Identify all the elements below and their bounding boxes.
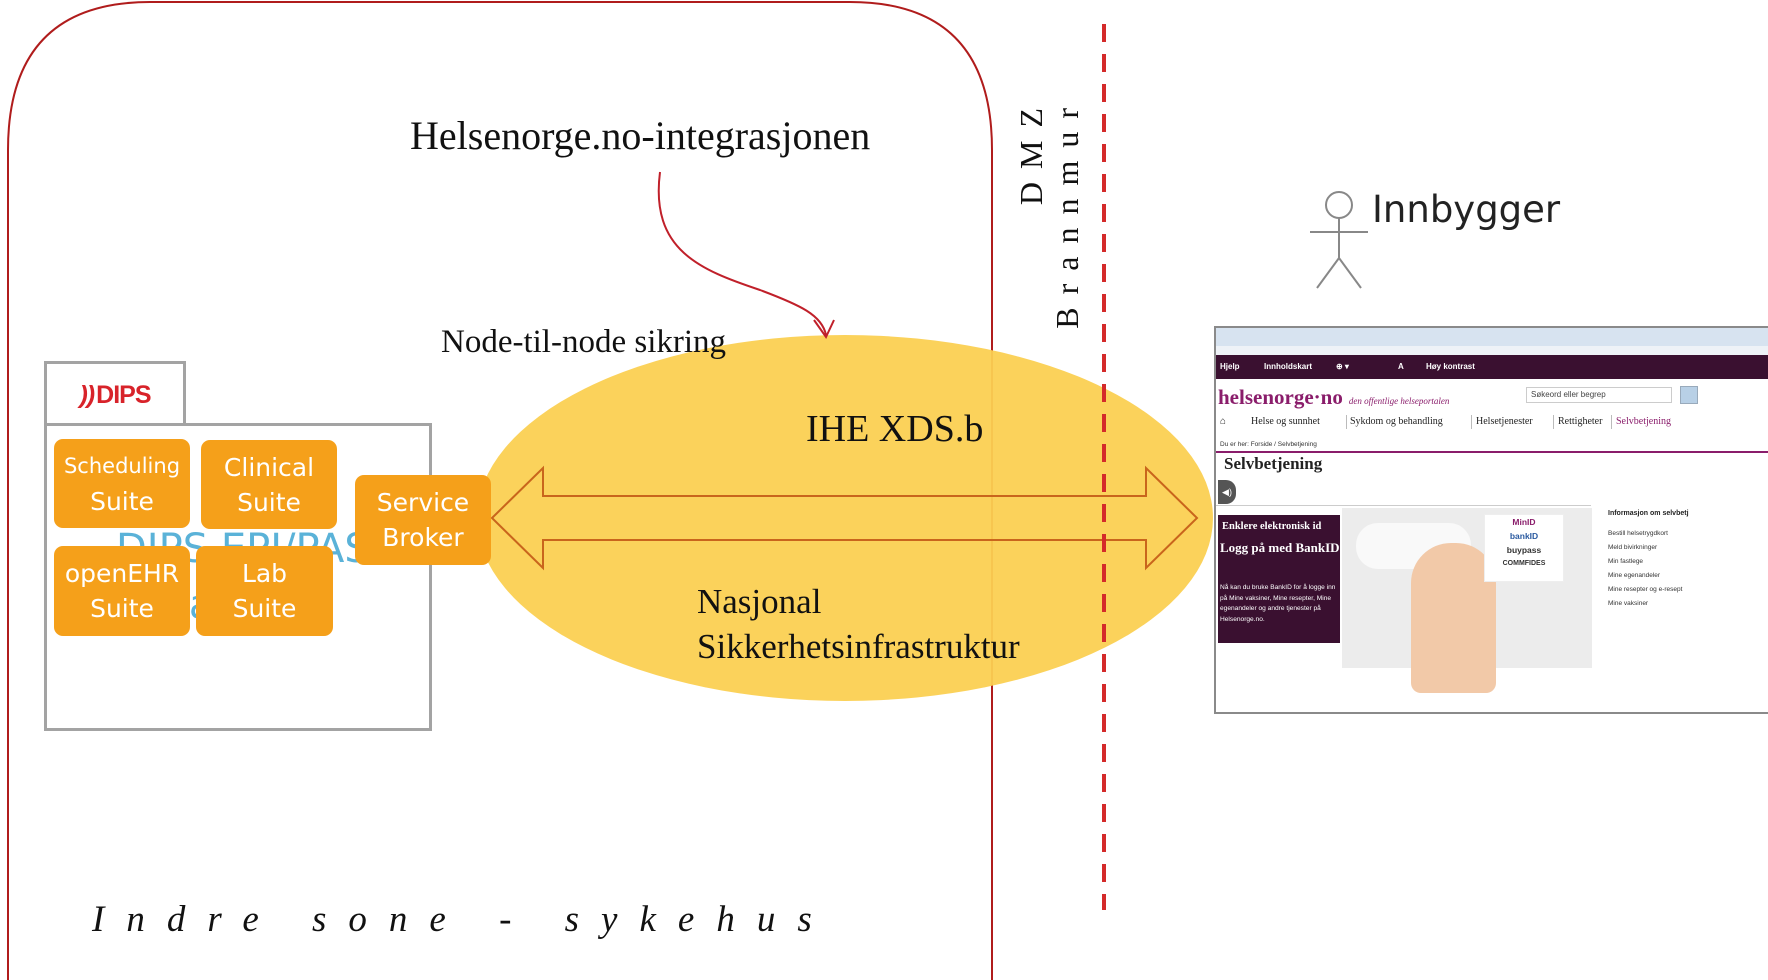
sidebar-link[interactable]: Mine vaksiner xyxy=(1608,600,1649,607)
browser-titlebar xyxy=(1216,328,1768,346)
promo-text: Nå kan du bruke BankID for å logge inn p… xyxy=(1220,584,1336,623)
firewall-label: Brannmur xyxy=(1049,95,1085,329)
bankid-promo-panel[interactable]: Enklere elektronisk id Logg på med BankI… xyxy=(1218,515,1340,643)
id-provider-logos: MinID bankID buypass COMMFIDES xyxy=(1484,514,1564,582)
title-connector-arrow xyxy=(657,171,827,336)
menu-sykdom-og-behandling[interactable]: Sykdom og behandling xyxy=(1350,416,1443,427)
menu-rettigheter[interactable]: Rettigheter xyxy=(1558,416,1603,427)
sidebar-link[interactable]: Mine egenandeler xyxy=(1608,572,1661,579)
menu-helse-og-sunnhet[interactable]: Helse og sunnhet xyxy=(1251,416,1320,427)
sidebar-link[interactable]: Meld bivirkninger xyxy=(1608,544,1658,551)
nav-sitemap-link[interactable]: Innholdskart xyxy=(1264,362,1313,371)
inner-zone-boundary xyxy=(7,1,993,980)
security-infrastructure-ellipse xyxy=(477,335,1213,701)
node-security-label: Node-til-node sikring xyxy=(441,324,727,360)
protocol-label: IHE XDS.b xyxy=(806,408,984,450)
selfservice-sidebar: Informasjon om selvbetj Bestill helsetry… xyxy=(1606,508,1716,658)
diagram-title: Helsenorge.no-integrasjonen xyxy=(410,113,871,158)
home-icon[interactable]: ⌂ xyxy=(1220,416,1227,427)
sidebar-link[interactable]: Bestill helsetrygdkort xyxy=(1608,530,1668,537)
breadcrumb: Du er her: Forside / Selvbetjening xyxy=(1220,441,1317,448)
national-infra-line1: Nasjonal xyxy=(697,582,822,621)
text-size-icon[interactable]: A xyxy=(1398,362,1404,371)
helsenorge-browser-screenshot: Hjelp Innholdskart ⊕ ▾ A Høy kontrast he… xyxy=(1214,326,1768,714)
dmz-label: DMZ xyxy=(1013,95,1049,206)
nav-high-contrast-link[interactable]: Høy kontrast xyxy=(1426,362,1475,371)
inner-zone-label: Indre sone - sykehus xyxy=(92,899,834,940)
sidebar-heading: Informasjon om selvbetj xyxy=(1608,510,1689,517)
actor-label: Innbygger xyxy=(1372,188,1561,231)
page-heading: Selvbetjening xyxy=(1224,454,1323,473)
site-search-input[interactable]: Søkeord eller begrep xyxy=(1526,387,1672,403)
xds-double-arrow xyxy=(490,465,1199,571)
dips-logo: ))DIPS xyxy=(79,380,151,409)
sidebar-link[interactable]: Mine resepter og e-resept xyxy=(1608,586,1683,593)
promo-heading: Enklere elektronisk id xyxy=(1222,521,1322,532)
globe-icon[interactable]: ⊕ ▾ xyxy=(1336,362,1349,371)
national-infra-label: Nasjonal Sikkerhetsinfrastruktur xyxy=(697,579,1020,669)
hand-graphic xyxy=(1411,543,1496,693)
nav-help-link[interactable]: Hjelp xyxy=(1220,362,1240,371)
national-infra-line2: Sikkerhetsinfrastruktur xyxy=(697,627,1020,666)
promo-title: Logg på med BankID xyxy=(1220,540,1340,555)
menu-selvbetjening[interactable]: Selvbetjening xyxy=(1616,416,1671,427)
site-top-nav: Hjelp Innholdskart ⊕ ▾ A Høy kontrast xyxy=(1216,355,1768,379)
title-connector-arrowhead xyxy=(813,319,835,339)
citizen-stick-figure-icon xyxy=(1310,191,1368,289)
dips-logo-tab: ))DIPS xyxy=(44,361,186,426)
browser-menubar xyxy=(1216,346,1768,355)
speaker-icon[interactable]: ◀) xyxy=(1218,480,1236,504)
menu-helsetjenester[interactable]: Helsetjenester xyxy=(1476,416,1533,427)
sidebar-link[interactable]: Min fastlege xyxy=(1608,558,1644,565)
search-button[interactable] xyxy=(1680,386,1698,404)
